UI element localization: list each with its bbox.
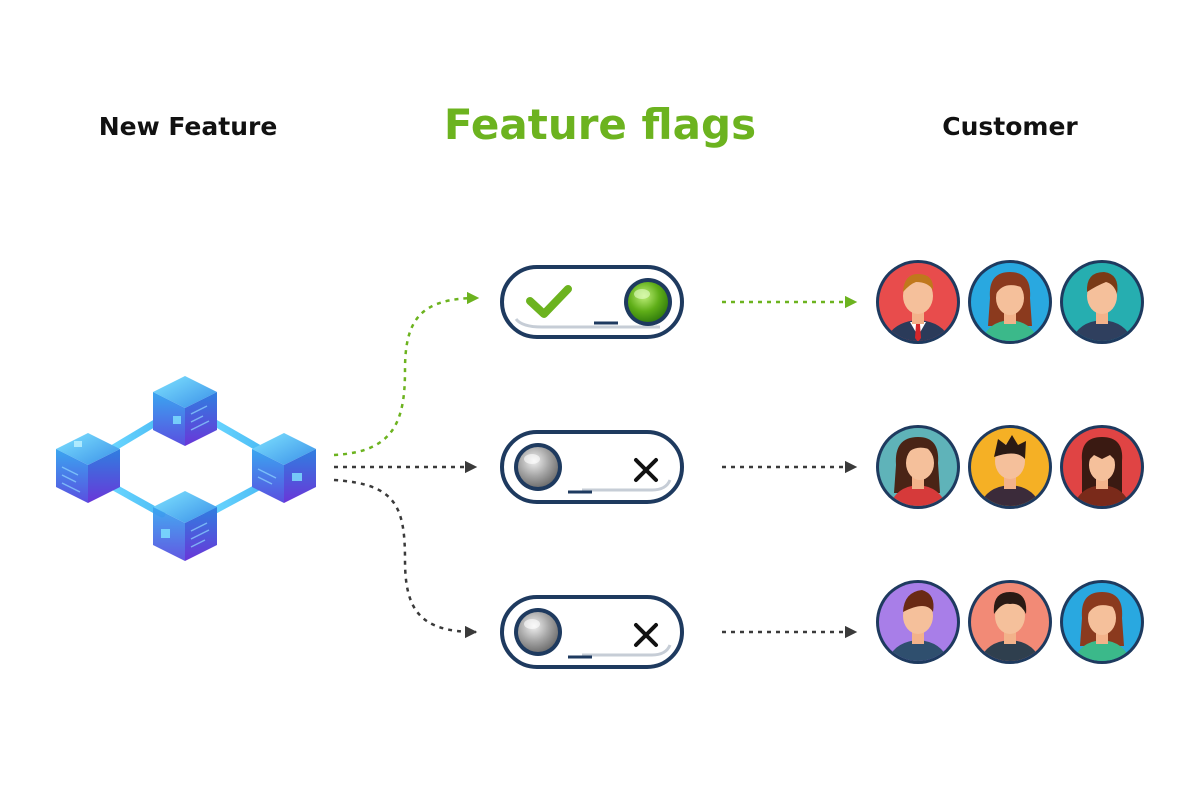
customer-heading: Customer: [942, 112, 1078, 141]
path-to-flag-3: [333, 478, 478, 639]
cube-right-icon: [252, 433, 316, 503]
man-spiky-hair-avatar: [968, 425, 1052, 509]
man-quiff-avatar: [876, 580, 960, 664]
toggle-knob-green[interactable]: [624, 278, 672, 326]
feature-flag-toggle-on[interactable]: [500, 265, 684, 339]
cross-icon: [634, 458, 658, 482]
man-short-hair-avatar: [1060, 260, 1144, 344]
man-brown-hair-avatar: [968, 580, 1052, 664]
cross-icon: [634, 623, 658, 647]
woman-brown-hair-avatar: [1060, 580, 1144, 664]
blockchain-cubes-icon: [56, 376, 316, 561]
customer-group-2: [876, 425, 1144, 509]
toggle-knob-gray[interactable]: [514, 443, 562, 491]
cube-top-icon: [153, 376, 217, 446]
woman-bangs-avatar: [1060, 425, 1144, 509]
delivery-arrows: [722, 295, 858, 639]
man-in-suit-avatar: [876, 260, 960, 344]
customer-group-1: [876, 260, 1144, 344]
feature-flag-toggle-off-2[interactable]: [500, 595, 684, 669]
customer-group-3: [876, 580, 1144, 664]
path-to-flag-1: [333, 291, 480, 457]
cube-left-icon: [56, 433, 120, 503]
woman-long-hair-avatar: [968, 260, 1052, 344]
toggle-knob-gray[interactable]: [514, 608, 562, 656]
check-icon: [526, 285, 572, 318]
routing-paths: [333, 291, 480, 639]
feature-flags-title: Feature flags: [443, 100, 757, 149]
feature-flag-toggle-off-1[interactable]: [500, 430, 684, 504]
new-feature-heading: New Feature: [98, 112, 278, 141]
woman-side-hair-avatar: [876, 425, 960, 509]
cube-bottom-icon: [153, 491, 217, 561]
